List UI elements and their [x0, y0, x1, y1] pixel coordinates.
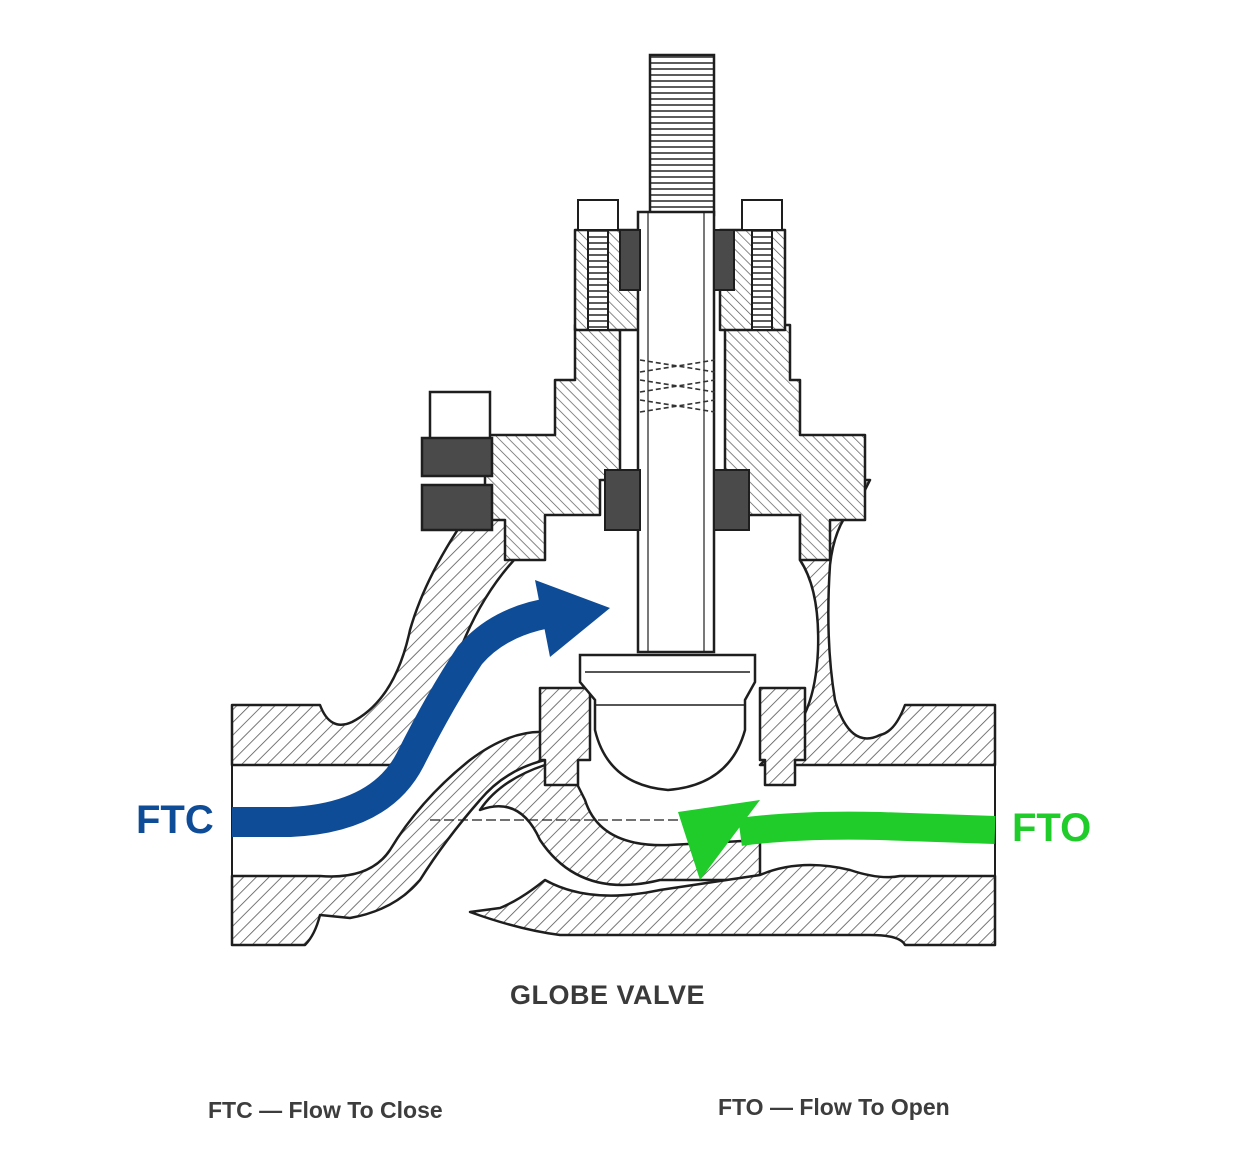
valve-plug [578, 653, 757, 792]
bolt-head-left [577, 199, 619, 231]
outlet-lower-wall [468, 863, 997, 947]
fto-label: FTO [1012, 806, 1092, 850]
packing-rings [604, 229, 750, 531]
seat-ring-right [758, 686, 807, 787]
body-bolt-nut-upper [420, 436, 494, 478]
body-bolt [420, 390, 494, 532]
ftc-arrow-head [535, 580, 610, 657]
bolt-stud-right [751, 229, 773, 331]
fto-flow-arrow [678, 800, 996, 880]
legend-ftc: FTC — Flow To Close [208, 1097, 443, 1123]
inlet-lower-wall [230, 730, 547, 947]
ftc-label: FTC [136, 798, 214, 842]
body-bolt-head [428, 390, 492, 442]
gland-bolts [577, 199, 783, 331]
plug-body [578, 653, 757, 792]
seat-divider-wall [478, 763, 762, 887]
diagram-title: GLOBE VALVE [510, 980, 706, 1010]
bolt-stud-left [587, 229, 609, 331]
stem-shaft [636, 210, 716, 654]
fto-arrow-shaft [738, 811, 996, 846]
bolt-head-right [741, 199, 783, 231]
body-bolt-nut-lower [420, 483, 494, 532]
seat-ring-left [538, 686, 592, 787]
valve-stem [636, 53, 716, 654]
legend-fto: FTO — Flow To Open [718, 1094, 950, 1120]
packing-spring [639, 359, 716, 413]
ftc-flow-arrow [232, 580, 610, 837]
fto-arrow-head [678, 800, 760, 880]
bonnet-flange [483, 323, 622, 562]
ftc-arrow-shaft [232, 597, 558, 837]
stem-threaded-top [648, 53, 716, 217]
